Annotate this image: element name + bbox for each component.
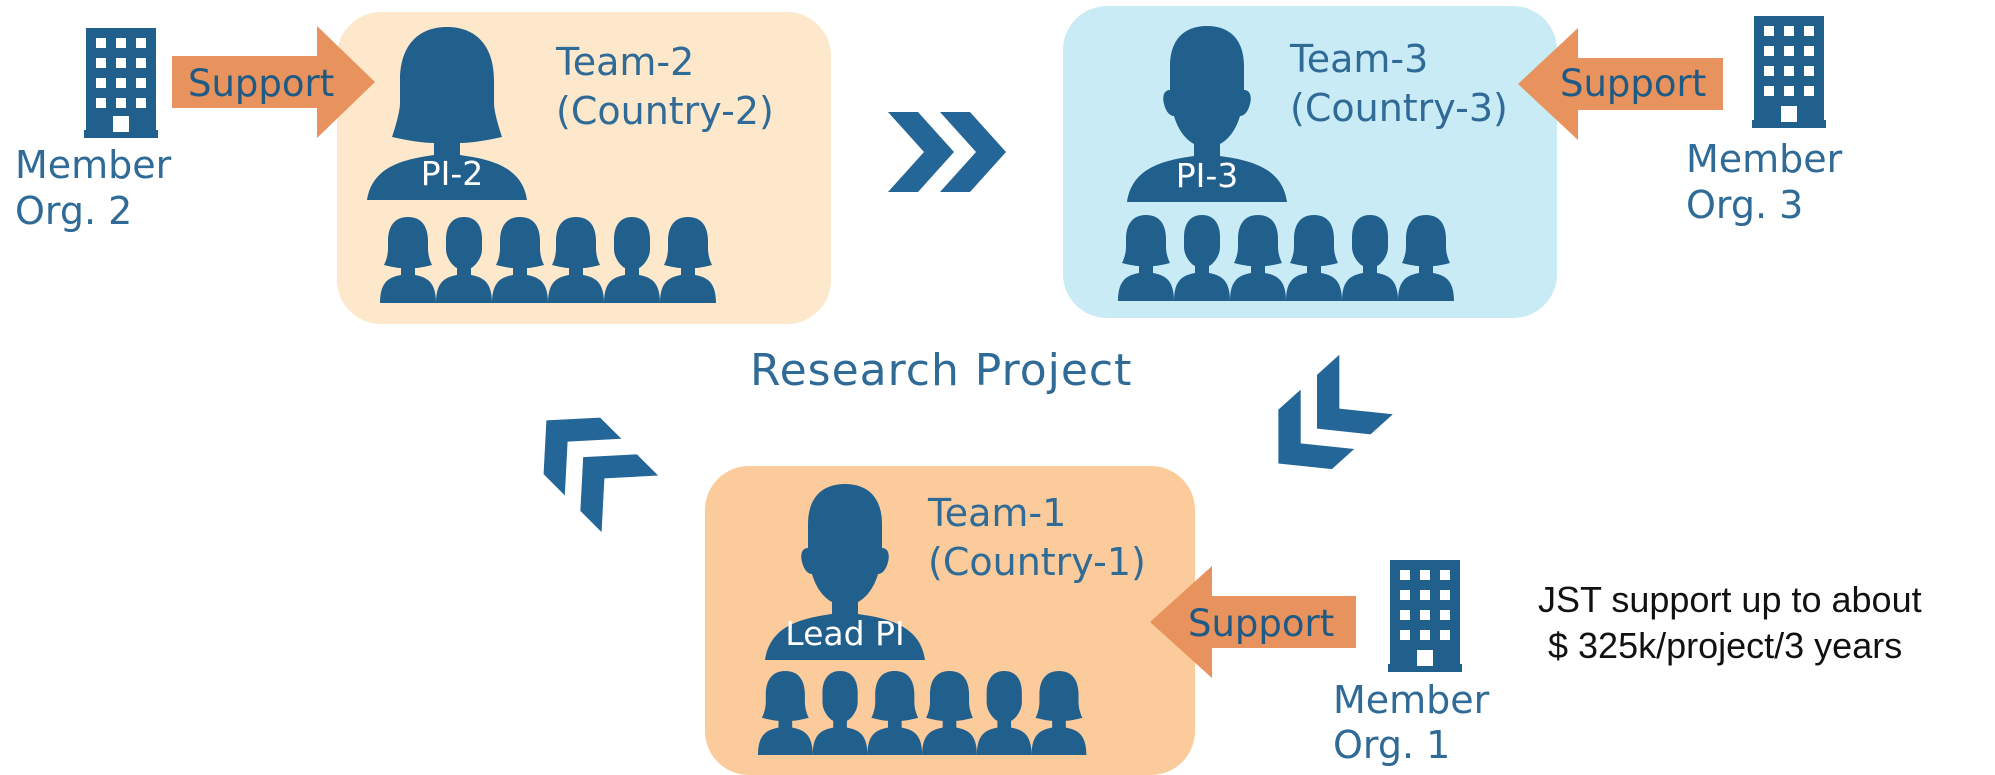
jst-support-note-line1: JST support up to about <box>1538 579 1922 620</box>
pi-3-person-icon <box>1127 26 1287 202</box>
pi-3-label: PI-3 <box>1175 156 1239 195</box>
member-org-3-building-icon <box>1752 16 1826 128</box>
member-org-2-building-icon <box>84 28 158 138</box>
team-2-members-icon <box>380 217 716 303</box>
member-org-3-line1: Member <box>1686 137 1843 181</box>
lead-pi-label: Lead PI <box>785 614 905 653</box>
pi-2-label: PI-2 <box>420 154 484 193</box>
lead-pi-person-icon <box>765 484 925 660</box>
team-1-country: (Country-1) <box>928 540 1146 584</box>
support-label-2: Support <box>188 62 335 105</box>
team-3-name: Team-3 <box>1290 37 1429 81</box>
member-org-2-line2: Org. 2 <box>15 189 133 233</box>
support-label-3: Support <box>1560 62 1707 105</box>
support-arrow-3-icon <box>1518 28 1723 140</box>
support-arrow-1-icon <box>1150 566 1356 678</box>
member-org-1-building-icon <box>1388 560 1462 672</box>
double-chevron-down-left-icon <box>1278 354 1393 470</box>
double-chevron-up-left-icon <box>543 417 659 533</box>
member-org-3-line2: Org. 3 <box>1686 183 1804 227</box>
team-3-members-icon <box>1118 215 1454 301</box>
team-2-name: Team-2 <box>556 40 695 84</box>
double-chevron-right-icon <box>888 112 1006 192</box>
team-2-country: (Country-2) <box>556 89 774 133</box>
research-project-label: Research Project <box>750 345 1133 396</box>
support-arrow-2-icon <box>172 26 375 138</box>
member-org-2-line1: Member <box>15 143 172 187</box>
member-org-1-line2: Org. 1 <box>1333 723 1451 767</box>
support-label-1: Support <box>1188 602 1335 645</box>
pi-2-person-icon <box>367 27 527 200</box>
jst-support-note-line2: $ 325k/project/3 years <box>1538 625 1903 666</box>
team-1-members-icon <box>757 670 1087 755</box>
team-1-name: Team-1 <box>928 491 1067 535</box>
team-3-country: (Country-3) <box>1290 86 1508 130</box>
member-org-1-line1: Member <box>1333 678 1490 722</box>
